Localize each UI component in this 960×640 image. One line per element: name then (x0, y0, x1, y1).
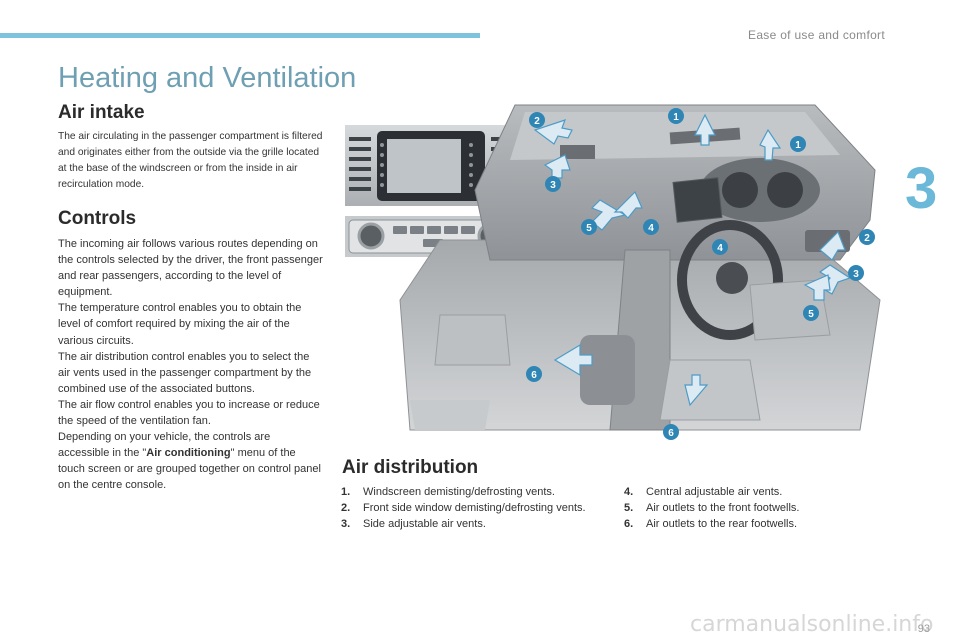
diagram-marker: 1 (795, 140, 801, 151)
item-number: 6. (624, 518, 634, 530)
controls-paragraph: The air distribution control enables you… (58, 350, 312, 395)
item-text: Side adjustable air vents. (363, 518, 486, 530)
controls-heading: Controls (58, 208, 137, 229)
list-item: 5. Air outlets to the front footwells. (624, 500, 844, 516)
item-number: 5. (624, 502, 634, 514)
item-text: Air outlets to the rear footwells. (646, 518, 798, 530)
item-number: 3. (341, 518, 351, 530)
list-item: 1. Windscreen demisting/defrosting vents. (341, 484, 591, 500)
diagram-marker: 3 (853, 269, 859, 280)
controls-paragraph: The temperature control enables you to o… (58, 302, 302, 347)
item-text: Central adjustable air vents. (646, 486, 783, 498)
list-item: 6. Air outlets to the rear footwells. (624, 516, 844, 532)
controls-last-pre: Depending on your vehicle, the controls … (58, 431, 271, 460)
section-header: Ease of use and comfort (748, 28, 885, 42)
page-number: 93 (917, 623, 930, 635)
diagram-marker: 2 (534, 116, 540, 127)
list-item: 2. Front side window demisting/defrosting… (341, 500, 591, 516)
list-item: 3. Side adjustable air vents. (341, 516, 591, 532)
diagram-marker: 5 (586, 223, 592, 234)
controls-paragraph: The air flow control enables you to incr… (58, 398, 320, 428)
air-intake-text: The air circulating in the passenger com… (58, 131, 323, 190)
air-intake-heading: Air intake (58, 102, 145, 123)
chapter-number: 3 (905, 156, 938, 221)
diagram-marker: 4 (648, 223, 654, 234)
diagram-marker: 3 (550, 180, 556, 191)
diagram-marker: 6 (531, 370, 537, 381)
item-text: Air outlets to the front footwells. (646, 502, 800, 514)
item-number: 1. (341, 486, 351, 498)
distribution-list-right: 4. Central adjustable air vents. 5. Air ou… (624, 484, 844, 532)
header-accent-bar (0, 33, 480, 38)
diagram-marker: 1 (673, 112, 679, 123)
page-title: Heating and Ventilation (58, 62, 357, 94)
controls-text: The incoming air follows various routes … (58, 236, 323, 494)
item-text: Front side window demisting/defrosting v… (363, 502, 586, 514)
watermark: carmanualsonline.info (690, 612, 934, 637)
air-conditioning-menu-name: Air conditioning (146, 447, 231, 460)
diagram-marker: 2 (864, 233, 870, 244)
item-number: 4. (624, 486, 634, 498)
air-distribution-diagram: 2 1 1 3 4 5 4 2 3 5 6 6 (399, 104, 881, 440)
diagram-marker: 4 (717, 243, 723, 254)
distribution-list-left: 1. Windscreen demisting/defrosting vents.… (341, 484, 591, 532)
diagram-marker: 6 (668, 428, 674, 439)
controls-paragraph-last: Depending on your vehicle, the controls … (58, 429, 323, 493)
controls-last-post: " menu of the touch screen or are groupe… (58, 447, 321, 492)
item-text: Windscreen demisting/defrosting vents. (363, 486, 555, 498)
controls-paragraph: The incoming air follows various routes … (58, 238, 323, 299)
diagram-marker: 5 (808, 309, 814, 320)
item-number: 2. (341, 502, 351, 514)
air-distribution-heading: Air distribution (342, 457, 479, 478)
list-item: 4. Central adjustable air vents. (624, 484, 844, 500)
